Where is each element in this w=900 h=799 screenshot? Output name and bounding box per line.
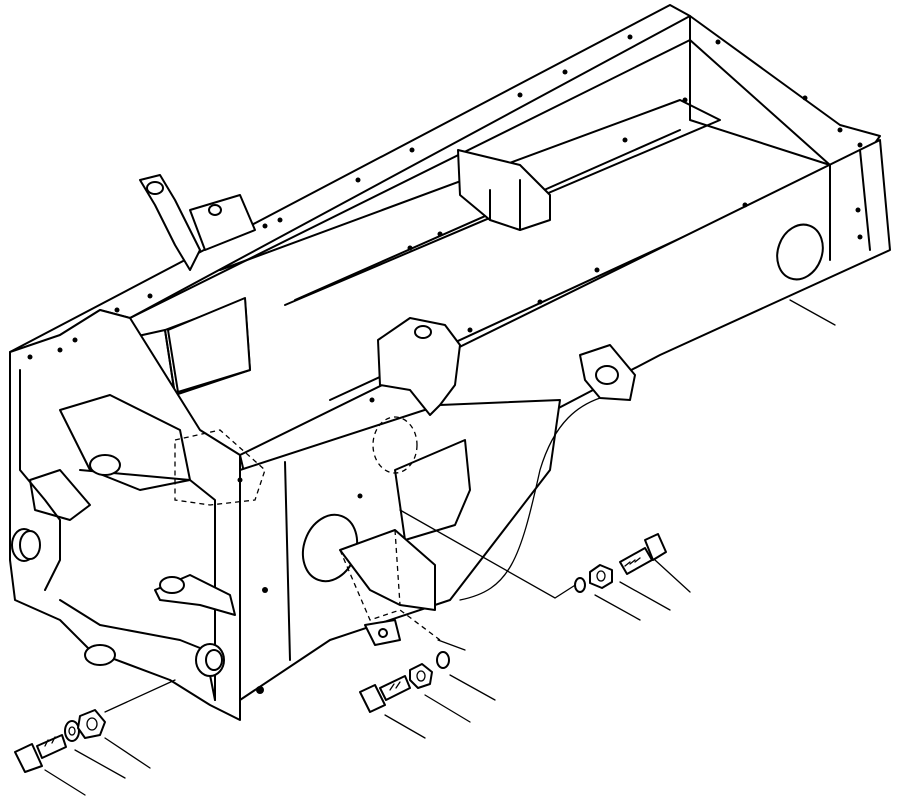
upper-window	[167, 297, 251, 393]
front-bolt	[14, 734, 67, 773]
upright-bracket-right	[377, 317, 461, 416]
center-nut	[409, 663, 433, 689]
inspection-window	[394, 439, 471, 541]
main-frame	[9, 4, 891, 721]
right-fastener-set	[574, 533, 667, 593]
front-eye-bushing	[195, 643, 225, 677]
side-opening-rear	[776, 223, 824, 281]
right-bolt	[619, 533, 667, 575]
front-washer	[64, 720, 80, 742]
frame-front-end	[9, 309, 241, 721]
right-washer	[574, 577, 586, 593]
center-fastener-set	[359, 651, 450, 713]
frame-rivets	[27, 34, 863, 694]
upright-bracket-left	[139, 174, 201, 271]
top-center-bracket	[457, 149, 551, 231]
bracket-mount	[339, 529, 441, 646]
right-nut	[589, 564, 613, 589]
front-eye-lower	[84, 644, 116, 666]
center-bolt	[359, 675, 411, 713]
front-eye-upper	[89, 454, 121, 476]
center-washer	[436, 651, 450, 669]
front-fastener-set	[14, 643, 225, 773]
frame-top-right-rail	[689, 15, 881, 166]
exhaust-flange	[579, 344, 636, 401]
front-bushing	[77, 709, 106, 739]
leader-lines	[44, 299, 836, 796]
